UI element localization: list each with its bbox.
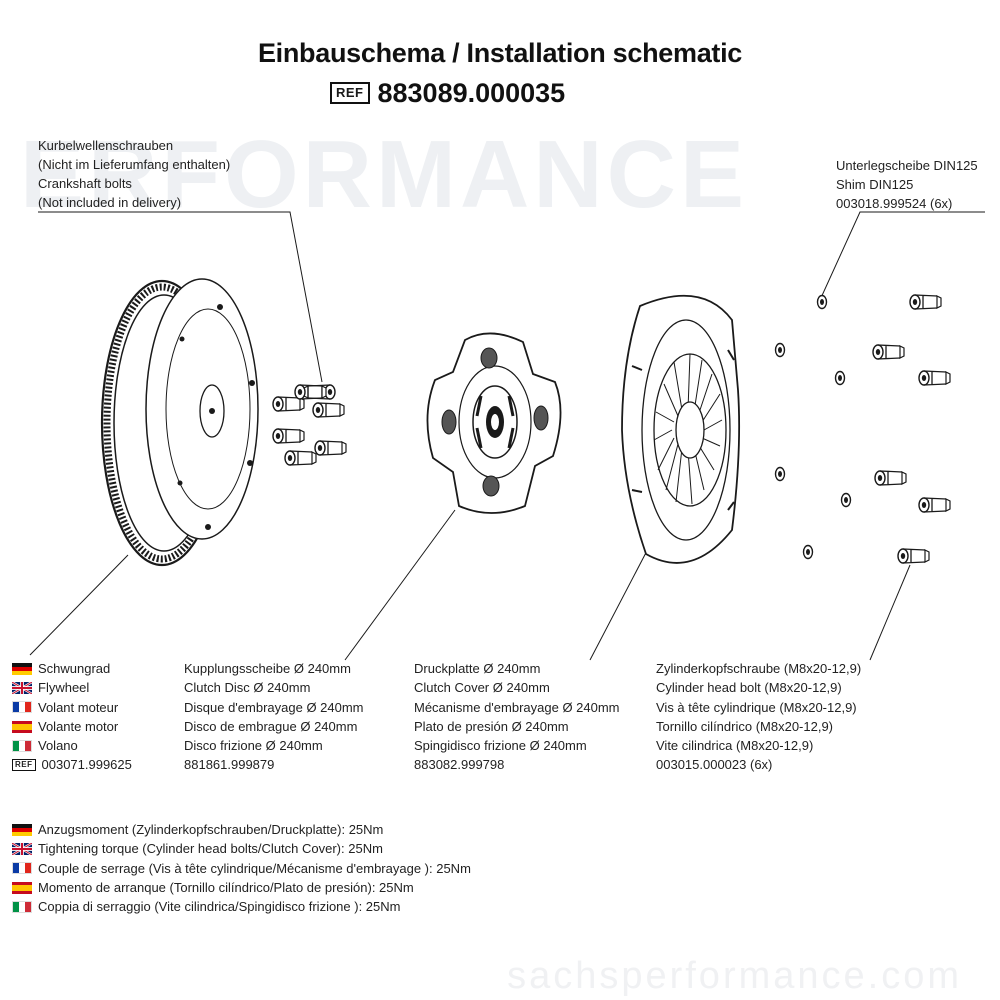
leader-crankshaft-bolts: [38, 211, 323, 383]
part-name-es: Disco de embrague Ø 240mm: [184, 718, 358, 734]
pressure-plate: [621, 294, 741, 564]
part-name-es: Volante motor: [38, 718, 119, 734]
callout-line: 003018.999524 (6x): [836, 196, 953, 211]
page-title: Einbauschema / Installation schematic: [257, 38, 743, 68]
part-name-de: Schwungrad: [38, 661, 111, 676]
shim-callout: Unterlegscheibe DIN125 Shim DIN125 00301…: [836, 156, 978, 213]
leader-shim: [819, 211, 985, 301]
background-wordmark: ERFORMANCE: [20, 121, 748, 228]
spanish-flag-icon: [12, 881, 32, 894]
torque-de: Anzugsmoment (Zylinderkopfschrauben/Druc…: [38, 822, 384, 837]
legend-clutch-disc: Kupplungsscheibe Ø 240mm Clutch Disc Ø 2…: [184, 659, 364, 775]
shim: [840, 492, 852, 508]
part-name-en: Clutch Disc Ø 240mm: [184, 680, 311, 696]
torque-en: Tightening torque (Cylinder head bolts/C…: [38, 841, 383, 857]
part-ref-number: 881861.999879: [184, 757, 275, 773]
crankshaft-bolts-callout: Kurbelwellenschrauben (Nicht im Lieferum…: [38, 136, 230, 212]
callout-line: Kurbelwellenschrauben: [38, 138, 174, 153]
callout-line: (Not included in delivery): [38, 195, 182, 210]
kit-ref-number: 883089.000035: [377, 77, 566, 108]
legend-pressure-plate: Druckplatte Ø 240mm Clutch Cover Ø 240mm…: [414, 659, 620, 775]
leader-clutch-disc: [344, 509, 456, 661]
leader-head-bolt: [869, 564, 911, 661]
callout-line: Shim DIN125: [836, 177, 914, 192]
ref-badge: REF: [330, 82, 370, 104]
crankshaft-bolt: [312, 402, 345, 418]
head-bolt: [918, 370, 951, 386]
part-name-en: Cylinder head bolt (M8x20-12,9): [656, 680, 842, 696]
part-name-it: Spingidisco frizione Ø 240mm: [414, 738, 587, 754]
part-ref-number: 003015.000023 (6x): [656, 757, 773, 773]
british-flag-icon: [12, 842, 32, 855]
torque-spec: Anzugsmoment (Zylinderkopfschrauben/Druc…: [12, 820, 471, 916]
german-flag-icon: [12, 823, 32, 836]
leader-flywheel: [29, 554, 129, 656]
shim: [774, 342, 786, 358]
part-name-fr: Disque d'embrayage Ø 240mm: [184, 699, 364, 715]
part-name-de: Druckplatte Ø 240mm: [414, 661, 541, 676]
part-name-de: Zylinderkopfschraube (M8x20-12,9): [656, 661, 862, 676]
torque-es: Momento de arranque (Tornillo cilíndrico…: [38, 879, 414, 895]
head-bolt: [909, 294, 942, 310]
ref-badge: REF: [12, 759, 36, 772]
callout-line: Crankshaft bolts: [38, 176, 132, 191]
part-name-fr: Mécanisme d'embrayage Ø 240mm: [414, 699, 620, 715]
part-name-en: Flywheel: [38, 680, 90, 696]
spanish-flag-icon: [12, 720, 32, 733]
flywheel: [100, 278, 259, 567]
crankshaft-bolt: [314, 440, 347, 456]
leader-pressure-plate: [589, 544, 651, 661]
callout-line: (Nicht im Lieferumfang enthalten): [38, 157, 231, 172]
crankshaft-bolt: [284, 450, 317, 466]
leader-lines: [29, 211, 985, 661]
part-ref-number: 003071.999625: [41, 757, 132, 773]
footer-watermark: sachsperformance.com: [507, 955, 962, 997]
head-bolt: [872, 344, 905, 360]
part-name-it: Volano: [38, 738, 78, 754]
head-bolt: [897, 548, 930, 564]
head-bolt: [874, 470, 907, 486]
torque-it: Coppia di serraggio (Vite cilindrica/Spi…: [38, 899, 401, 915]
part-name-fr: Volant moteur: [38, 699, 119, 715]
part-ref-number: 883082.999798: [414, 757, 505, 773]
legend-head-bolt: Zylinderkopfschraube (M8x20-12,9) Cylind…: [656, 659, 861, 775]
crankshaft-bolt-set: [272, 384, 347, 466]
callout-line: Unterlegscheibe DIN125: [836, 158, 978, 173]
part-name-de: Kupplungsscheibe Ø 240mm: [184, 661, 351, 676]
french-flag-icon: [12, 701, 32, 714]
kit-reference: REF 883089.000035: [330, 78, 565, 108]
shim: [816, 294, 828, 310]
part-name-es: Tornillo cilíndrico (M8x20-12,9): [656, 718, 834, 734]
part-name-en: Clutch Cover Ø 240mm: [414, 680, 550, 696]
legend-flywheel: Schwungrad Flywheel Volant moteur Volant…: [12, 659, 132, 775]
shim: [834, 370, 846, 386]
head-bolt: [918, 497, 951, 513]
british-flag-icon: [12, 681, 32, 694]
italian-flag-icon: [12, 739, 32, 752]
crankshaft-bolt: [272, 428, 305, 444]
shim: [802, 544, 814, 560]
part-name-es: Plato de presión Ø 240mm: [414, 718, 569, 734]
part-name-it: Vite cilindrica (M8x20-12,9): [656, 738, 814, 754]
head-bolt-set: [872, 294, 951, 564]
shim: [774, 466, 786, 482]
torque-fr: Couple de serrage (Vis à tête cylindriqu…: [38, 860, 471, 876]
part-name-fr: Vis à tête cylindrique (M8x20-12,9): [656, 699, 857, 715]
part-name-it: Disco frizione Ø 240mm: [184, 738, 323, 754]
shim-set: [774, 294, 852, 560]
french-flag-icon: [12, 862, 32, 875]
german-flag-icon: [12, 662, 32, 675]
clutch-disc: [426, 332, 562, 514]
italian-flag-icon: [12, 900, 32, 913]
